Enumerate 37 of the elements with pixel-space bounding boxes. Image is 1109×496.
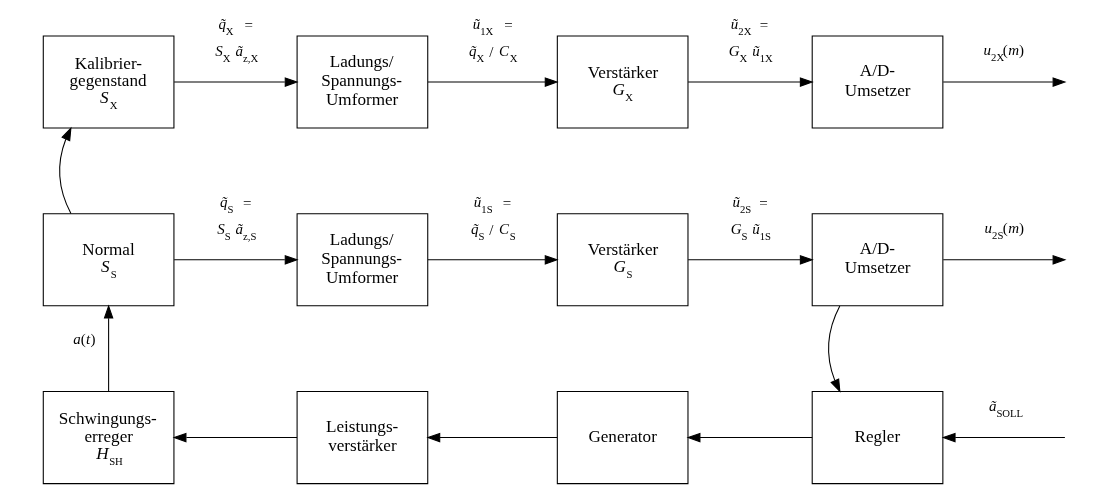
edge-label: ũ$_{1S}$ = q̃$_{S}$ / C$_{S}$: [471, 193, 516, 242]
node-box: Schwingungs- erreger H$_{SH}$: [42, 390, 175, 485]
edge-label: a(t): [73, 330, 96, 347]
node-box: Generator: [556, 390, 689, 485]
edge-label: q̃$_{S}$ = S$_{S}$ ã$_{z,S}$: [217, 193, 257, 242]
arrow: [942, 77, 1067, 87]
node-box: Regler: [811, 390, 944, 485]
arrow: [172, 432, 298, 443]
edge-label: ũ$_{1X}$ = q̃$_{X}$ / C$_{X}$: [468, 16, 518, 64]
arrow: [687, 77, 814, 87]
arrow: [941, 432, 1066, 443]
node-box: Ladungs/ Spannungs- Umformer: [296, 35, 429, 129]
arrow: [427, 77, 559, 87]
arrow: [828, 305, 841, 393]
node-box: A/D- Umsetzer: [811, 213, 944, 307]
node-box: Leistungs- verstärker: [296, 390, 429, 485]
arrow: [173, 77, 299, 87]
edge-label: u$_{2X}$(m): [983, 42, 1024, 64]
arrow: [686, 432, 813, 443]
arrow: [427, 254, 559, 265]
arrow: [59, 126, 72, 215]
node-box: A/D- Umsetzer: [811, 35, 944, 129]
node-box: Kalibrier- gegenstand S$_{X}$: [42, 35, 175, 129]
node-box: Normal S$_{S}$: [42, 213, 175, 307]
arrow: [173, 254, 299, 265]
edge-label: u$_{2S}$(m): [984, 220, 1024, 242]
arrow: [103, 304, 114, 392]
node-box: Verstärker G$_{S}$: [556, 213, 689, 307]
arrow: [942, 254, 1067, 265]
edge-label: q̃$_{X}$ = S$_{X}$ ã$_{z,X}$: [215, 16, 259, 64]
arrow: [687, 254, 814, 265]
node-box: Ladungs/ Spannungs- Umformer: [296, 213, 429, 307]
edge-label: ũ$_{2S}$ = G$_{S}$ ũ$_{1S}$: [730, 193, 772, 242]
arrow: [426, 432, 558, 443]
edge-label: ũ$_{2X}$ = G$_{X}$ ũ$_{1X}$: [728, 16, 773, 64]
edge-label: ã$_{SOLL}$: [988, 397, 1024, 419]
node-box: Verstärker G$_{X}$: [556, 35, 689, 129]
